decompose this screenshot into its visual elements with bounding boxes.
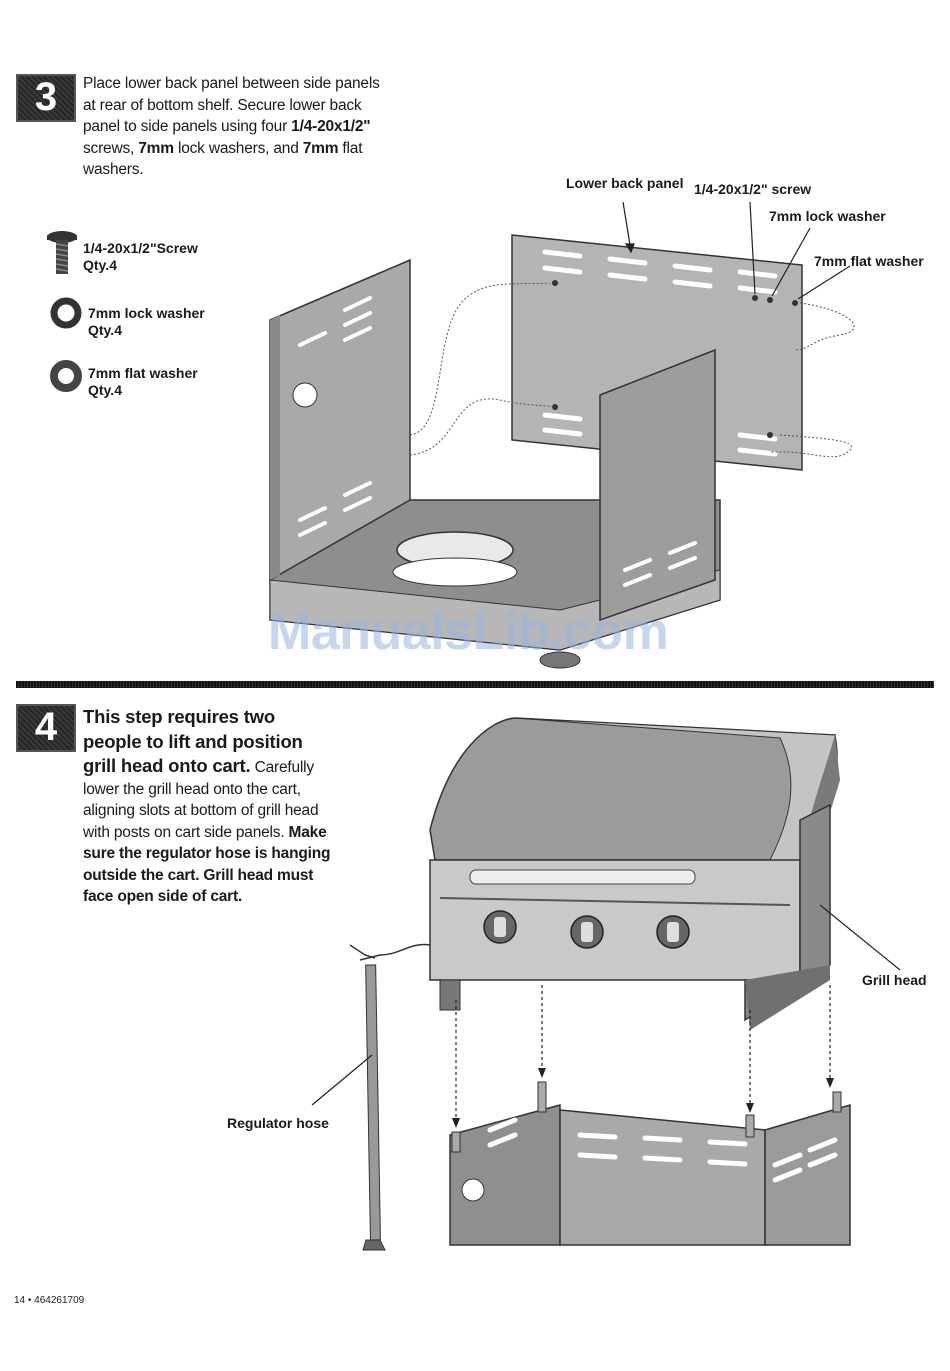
- step-3-instructions: Place lower back panel between side pane…: [83, 75, 380, 178]
- callout-screw: 1/4-20x1/2" screw: [694, 181, 812, 197]
- section-divider: [16, 681, 934, 688]
- callout-regulator-hose: Regulator hose: [227, 1115, 329, 1131]
- step-3-badge: 3: [16, 74, 76, 122]
- screw-icon: [47, 231, 77, 274]
- step-4-number: 4: [34, 705, 58, 749]
- part-flat-washer-name: 7mm flat washer: [88, 365, 198, 381]
- part-lock-washer-name: 7mm lock washer: [88, 305, 205, 321]
- step-4-instructions: This step requires two people to lift an…: [83, 706, 331, 905]
- part-screw-qty: Qty.4: [83, 257, 117, 273]
- step-4-grill-illustration: [311, 717, 901, 1251]
- callout-lock-washer: 7mm lock washer: [769, 208, 886, 224]
- callout-grill-head: Grill head: [862, 972, 927, 988]
- page-footer: 14 • 464261709: [14, 1295, 85, 1306]
- part-flat-washer-qty: Qty.4: [88, 382, 122, 398]
- part-screw-name: 1/4-20x1/2"Screw: [83, 240, 198, 256]
- lock-washer-icon: [50, 297, 82, 329]
- step-3-number: 3: [34, 75, 58, 119]
- callout-flat-washer: 7mm flat washer: [814, 253, 924, 269]
- part-lock-washer-qty: Qty.4: [88, 322, 122, 338]
- flat-washer-icon: [50, 360, 82, 392]
- step-3-cart-illustration: [269, 201, 855, 669]
- step-4-badge: 4: [16, 704, 76, 752]
- callout-lower-back-panel: Lower back panel: [566, 175, 684, 191]
- watermark: ManualsLib.com: [268, 603, 669, 661]
